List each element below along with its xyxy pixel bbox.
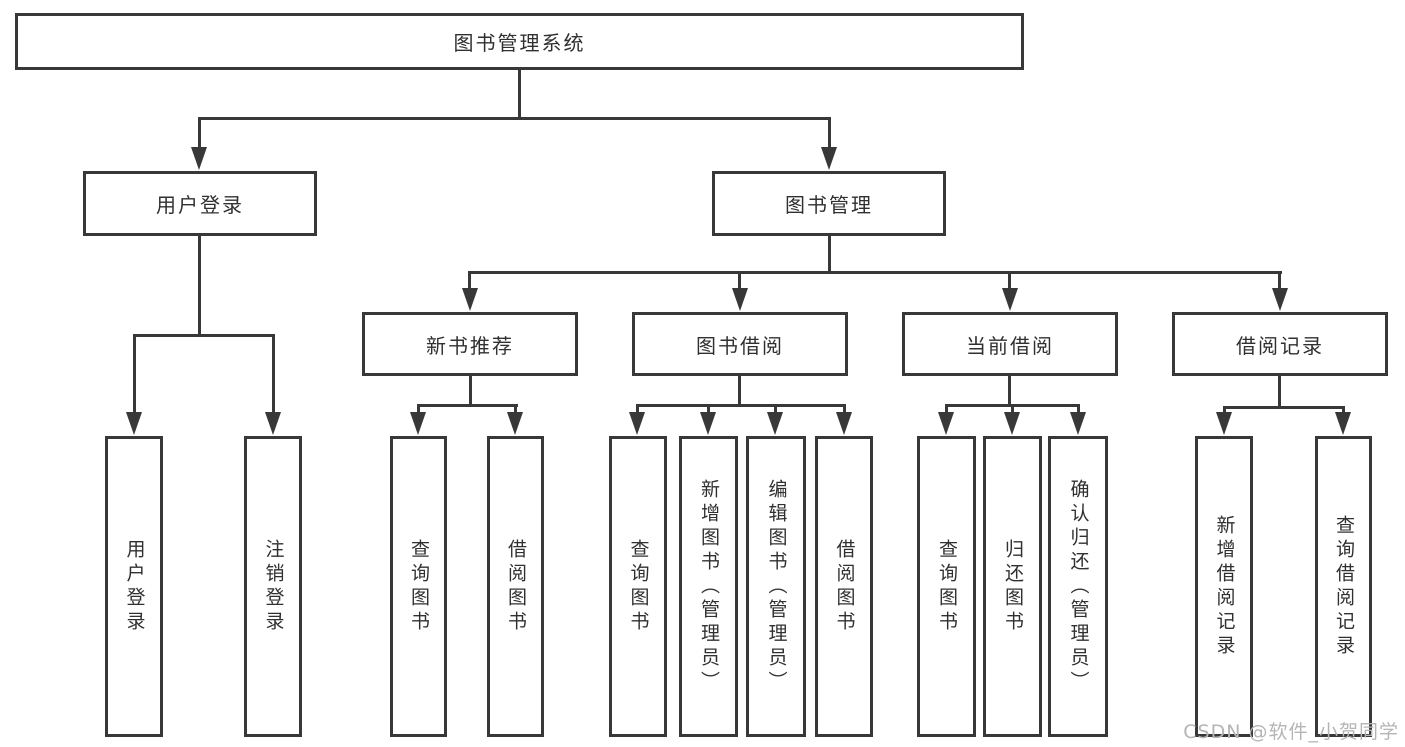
arrow-down-icon — [1272, 288, 1288, 311]
connector-line — [707, 404, 710, 414]
connector-line — [1008, 271, 1011, 291]
leaf-nbr-borrow-books-label: 借阅图书 — [505, 538, 527, 635]
node-book-borrow: 图书借阅 — [632, 312, 848, 376]
arrow-down-icon — [821, 147, 837, 170]
arrow-down-icon — [767, 412, 783, 435]
connector-line — [828, 117, 831, 149]
leaf-cb-query-books-label: 查询图书 — [936, 538, 958, 635]
leaf-bb-add-books-admin: 新增图书（管理员） — [679, 436, 738, 737]
leaf-cb-return-books: 归还图书 — [983, 436, 1042, 737]
watermark-text: CSDN @软件_小贺同学 — [1183, 721, 1399, 743]
leaf-bb-add-books-admin-label: 新增图书（管理员） — [698, 478, 720, 695]
leaf-nbr-borrow-books: 借阅图书 — [487, 436, 544, 737]
node-borrow-records-label: 借阅记录 — [1236, 333, 1324, 358]
arrow-down-icon — [1335, 412, 1351, 435]
leaf-user-login-label: 用户登录 — [123, 538, 146, 635]
node-book-borrow-label: 图书借阅 — [696, 333, 784, 358]
connector-line — [518, 70, 521, 118]
connector-line — [1342, 406, 1345, 414]
node-borrow-records: 借阅记录 — [1172, 312, 1388, 376]
connector-line — [738, 271, 741, 291]
arrow-down-icon — [507, 412, 523, 435]
leaf-br-add-borrow-record: 新增借阅记录 — [1195, 436, 1253, 737]
arrow-down-icon — [191, 147, 207, 170]
connector-line — [468, 271, 1282, 274]
connector-line — [636, 404, 846, 407]
arrow-down-icon — [126, 412, 142, 435]
leaf-br-query-borrow-record: 查询借阅记录 — [1315, 436, 1372, 737]
node-new-book-recommend: 新书推荐 — [362, 312, 578, 376]
node-user-login: 用户登录 — [83, 171, 317, 236]
connector-line — [133, 334, 136, 413]
arrow-down-icon — [1070, 412, 1086, 435]
arrow-down-icon — [1002, 288, 1018, 311]
connector-line — [198, 117, 201, 149]
leaf-bb-query-books-label: 查询图书 — [627, 538, 650, 635]
leaf-cb-confirm-return-admin: 确认归还（管理员） — [1048, 436, 1108, 737]
node-root-label: 图书管理系统 — [453, 31, 586, 55]
connector-line — [272, 334, 275, 413]
connector-line — [1077, 404, 1080, 414]
arrow-down-icon — [700, 412, 716, 435]
connector-line — [1223, 406, 1345, 409]
connector-line — [468, 271, 471, 291]
connector-line — [469, 376, 472, 406]
node-user-login-label: 用户登录 — [156, 193, 244, 217]
leaf-nbr-query-books: 查询图书 — [390, 436, 447, 737]
leaf-logout-label: 注销登录 — [262, 538, 285, 635]
connector-line — [636, 404, 639, 414]
arrow-down-icon — [410, 412, 426, 435]
leaf-bb-borrow-books: 借阅图书 — [815, 436, 873, 737]
arrow-down-icon — [629, 412, 645, 435]
leaf-bb-borrow-books-label: 借阅图书 — [833, 538, 856, 635]
leaf-logout: 注销登录 — [244, 436, 302, 737]
leaf-nbr-query-books-label: 查询图书 — [408, 538, 430, 635]
connector-line — [417, 404, 518, 407]
connector-line — [1278, 376, 1281, 408]
connector-line — [198, 236, 201, 336]
node-book-management-label: 图书管理 — [785, 193, 873, 217]
node-current-borrow: 当前借阅 — [902, 312, 1118, 376]
connector-line — [843, 404, 846, 414]
leaf-bb-edit-books-admin-label: 编辑图书（管理员） — [765, 478, 788, 695]
arrow-down-icon — [938, 412, 954, 435]
leaf-bb-edit-books-admin: 编辑图书（管理员） — [746, 436, 806, 737]
arrow-down-icon — [265, 412, 281, 435]
arrow-down-icon — [1004, 412, 1020, 435]
connector-line — [133, 334, 275, 337]
connector-line — [514, 404, 517, 414]
node-root: 图书管理系统 — [15, 13, 1024, 70]
node-current-borrow-label: 当前借阅 — [966, 333, 1054, 358]
leaf-bb-query-books: 查询图书 — [609, 436, 667, 737]
connector-line — [417, 404, 420, 414]
connector-line — [1223, 406, 1226, 414]
connector-line — [738, 376, 741, 406]
connector-line — [774, 404, 777, 414]
leaf-cb-return-books-label: 归还图书 — [1002, 538, 1024, 635]
arrow-down-icon — [732, 288, 748, 311]
arrow-down-icon — [836, 412, 852, 435]
leaf-br-add-borrow-record-label: 新增借阅记录 — [1213, 514, 1236, 659]
connector-line — [1008, 376, 1011, 406]
arrow-down-icon — [1216, 412, 1232, 435]
connector-line — [198, 117, 831, 120]
leaf-cb-query-books: 查询图书 — [917, 436, 976, 737]
leaf-br-query-borrow-record-label: 查询借阅记录 — [1333, 514, 1355, 659]
connector-line — [1011, 404, 1014, 414]
node-new-book-recommend-label: 新书推荐 — [426, 333, 514, 358]
leaf-cb-confirm-return-admin-label: 确认归还（管理员） — [1067, 478, 1090, 695]
connector-line — [945, 404, 948, 414]
leaf-user-login: 用户登录 — [105, 436, 163, 737]
connector-line — [828, 236, 831, 274]
connector-line — [1278, 271, 1281, 291]
arrow-down-icon — [462, 288, 478, 311]
node-book-management: 图书管理 — [712, 171, 946, 236]
